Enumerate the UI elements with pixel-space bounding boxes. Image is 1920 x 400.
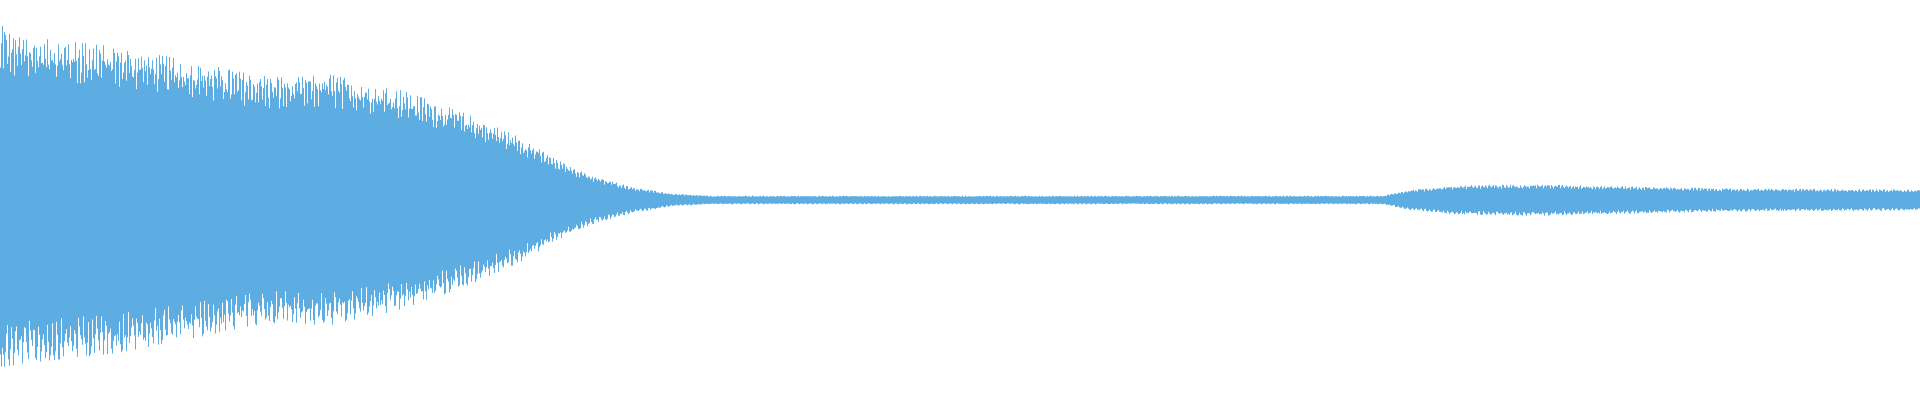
waveform-samples <box>0 26 1920 367</box>
